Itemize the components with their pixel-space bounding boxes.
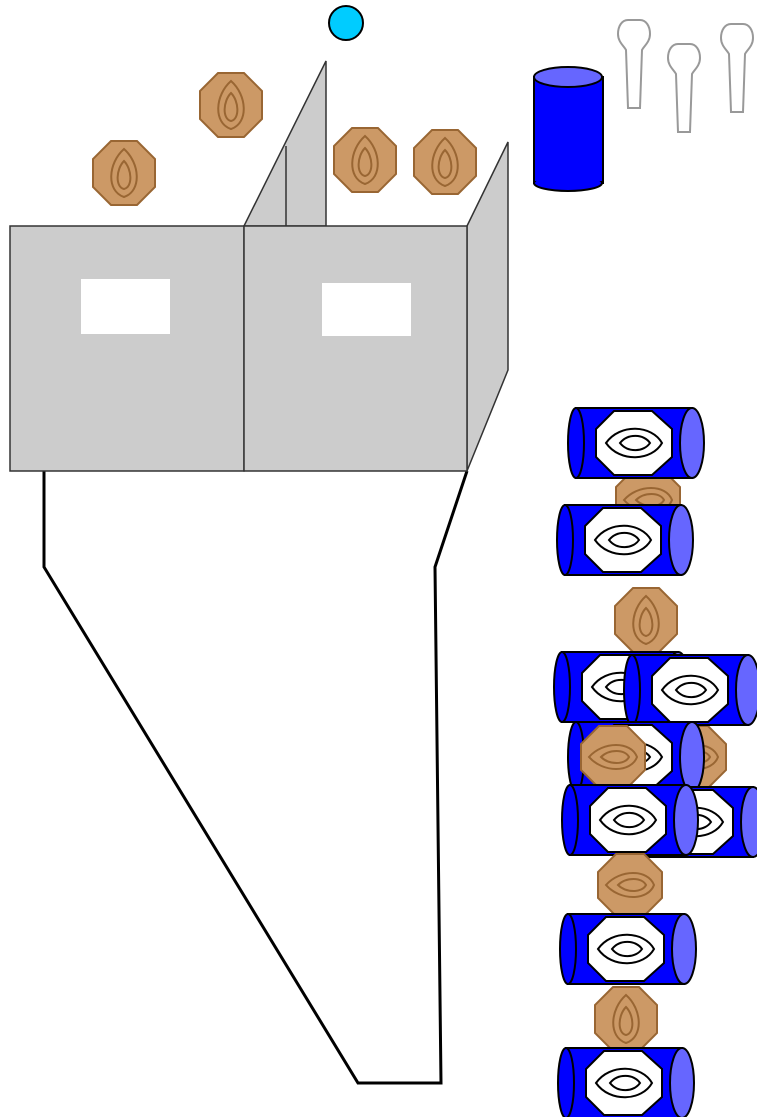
can-with-target-icon[interactable] xyxy=(556,504,694,576)
target-icon[interactable] xyxy=(594,986,658,1052)
can-with-target-icon[interactable] xyxy=(557,1047,695,1117)
target-icon[interactable] xyxy=(413,129,477,195)
can-with-target-icon[interactable] xyxy=(623,654,757,726)
can-with-target-icon[interactable] xyxy=(559,913,697,985)
booth-right-window xyxy=(322,283,411,336)
can-with-target-icon[interactable] xyxy=(567,407,705,479)
can-icon[interactable] xyxy=(533,66,604,192)
target-icon[interactable] xyxy=(333,127,397,193)
booth-right-side-panel xyxy=(466,141,509,472)
booth-left-window xyxy=(81,279,170,334)
booth-left xyxy=(9,225,245,472)
target-icon[interactable] xyxy=(199,72,263,138)
bowling-pin-icon[interactable] xyxy=(667,43,701,133)
booth-right xyxy=(243,225,468,472)
bowling-pin-icon[interactable] xyxy=(617,19,651,109)
can-with-target-icon[interactable] xyxy=(561,784,699,856)
bowling-pin-icon[interactable] xyxy=(720,23,754,113)
target-icon[interactable] xyxy=(614,587,678,653)
ball-icon[interactable] xyxy=(328,5,364,41)
target-icon[interactable] xyxy=(580,725,646,789)
target-icon[interactable] xyxy=(92,140,156,206)
ramp-outline xyxy=(42,470,469,1085)
target-icon[interactable] xyxy=(597,853,663,917)
